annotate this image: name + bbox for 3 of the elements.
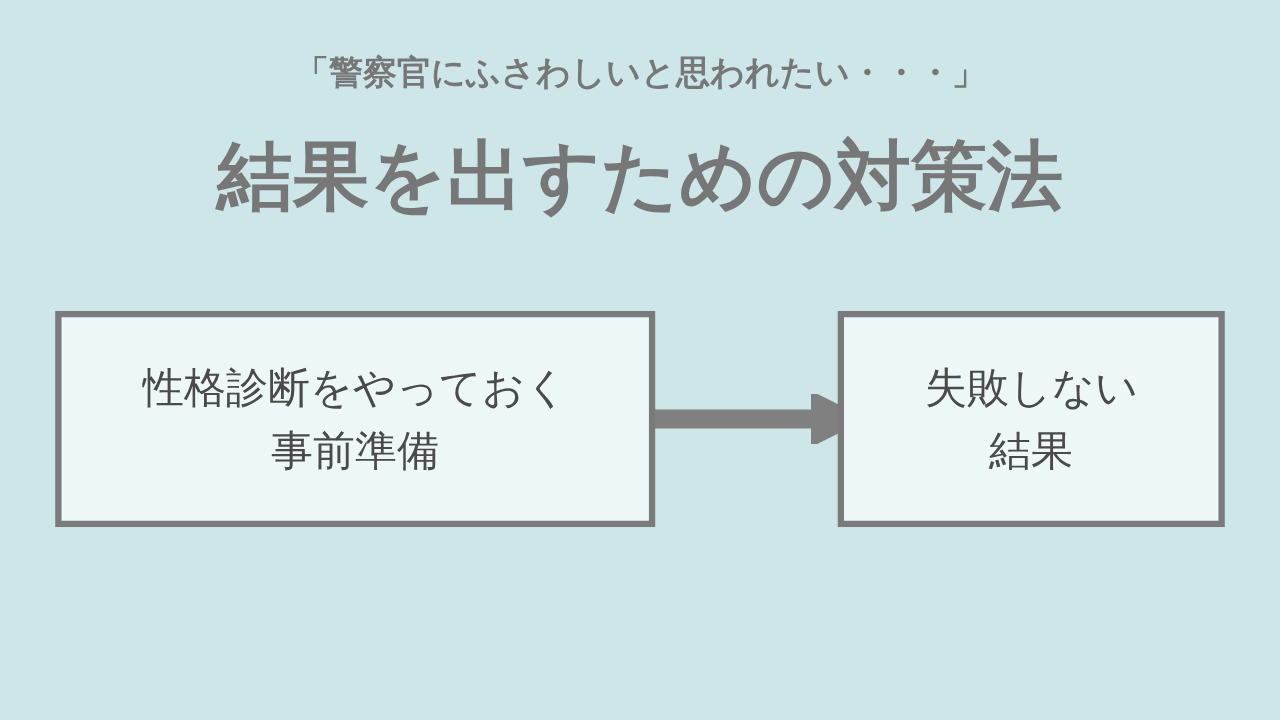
- subtitle: 「警察官にふさわしいと思われたい・・・」: [294, 51, 986, 94]
- title: 結果を出すための対策法: [217, 130, 1063, 222]
- node-box: 失敗しない 結果: [837, 310, 1225, 528]
